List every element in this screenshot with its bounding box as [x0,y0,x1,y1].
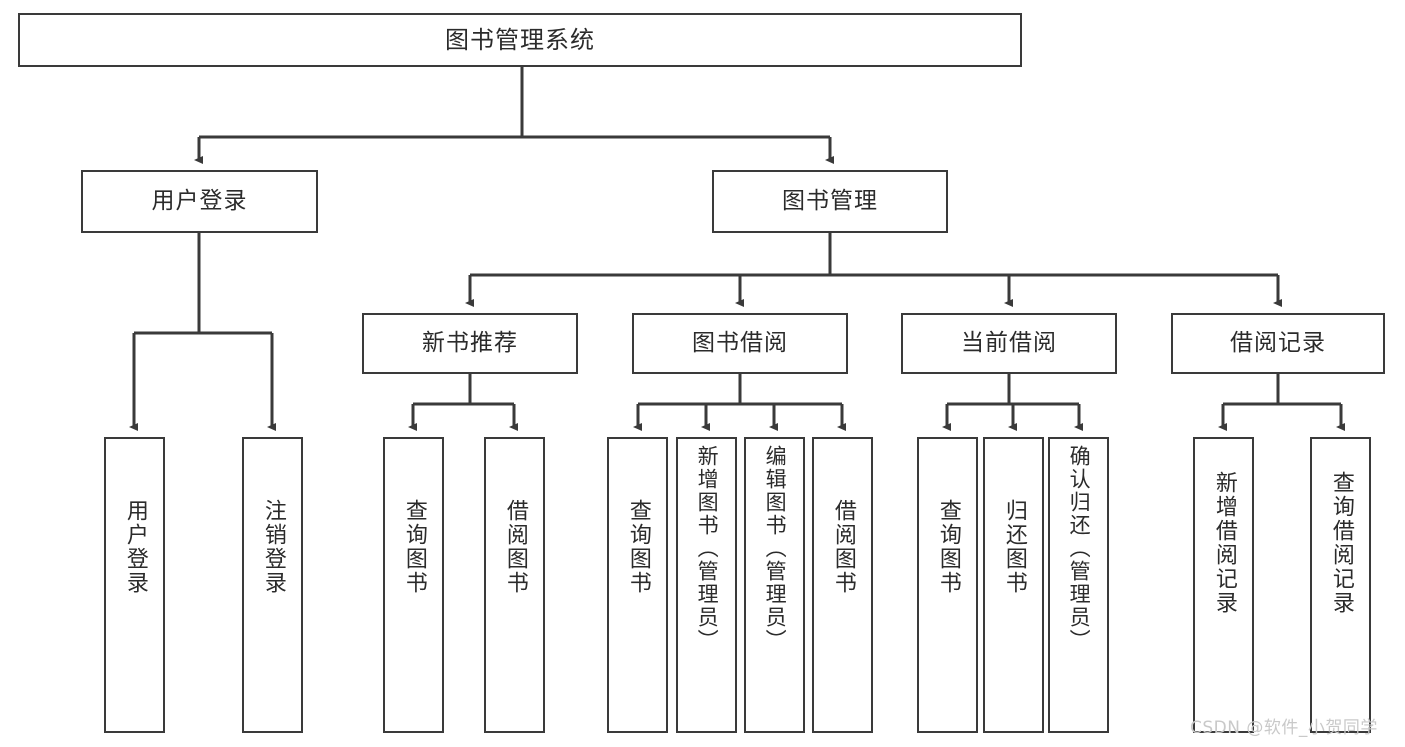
node-current-borrow[interactable]: 当前借阅 [901,313,1117,374]
leaf-query-book-1[interactable]: 查询图书 [383,437,444,733]
node-label: 查询图书 [935,499,961,595]
node-label: 新增借阅记录 [1211,471,1237,615]
node-label: 用户登录 [122,499,148,595]
node-label: 新增图书（管理员） [695,445,720,652]
node-new-book-recommend[interactable]: 新书推荐 [362,313,578,374]
node-book-borrow[interactable]: 图书借阅 [632,313,848,374]
node-label: 注销登录 [260,499,286,595]
node-label: 查询借阅记录 [1328,471,1354,615]
leaf-logout-login[interactable]: 注销登录 [242,437,303,733]
csdn-watermark: CSDN @软件_小贺同学 [1190,718,1378,738]
leaf-add-book[interactable]: 新增图书（管理员） [676,437,737,733]
leaf-query-book-3[interactable]: 查询图书 [917,437,978,733]
leaf-query-book-2[interactable]: 查询图书 [607,437,668,733]
node-book-manage[interactable]: 图书管理 [712,170,948,233]
node-label: 图书管理系统 [445,25,595,54]
node-label: 借阅记录 [1230,329,1326,356]
node-label: 用户登录 [151,187,248,214]
node-label: 当前借阅 [961,329,1057,356]
node-label: 查询图书 [401,499,427,595]
leaf-add-record[interactable]: 新增借阅记录 [1193,437,1254,733]
node-label: 确认归还（管理员） [1067,445,1092,652]
leaf-return-book[interactable]: 归还图书 [983,437,1044,733]
leaf-query-record[interactable]: 查询借阅记录 [1310,437,1371,733]
leaf-edit-book[interactable]: 编辑图书（管理员） [744,437,805,733]
node-user-login[interactable]: 用户登录 [81,170,318,233]
node-root-system[interactable]: 图书管理系统 [18,13,1022,67]
node-label: 归还图书 [1001,499,1027,595]
leaf-borrow-book-1[interactable]: 借阅图书 [484,437,545,733]
leaf-confirm-return[interactable]: 确认归还（管理员） [1048,437,1109,733]
node-label: 查询图书 [625,499,651,595]
node-label: 新书推荐 [422,329,518,356]
node-label: 图书借阅 [692,329,788,356]
leaf-user-login[interactable]: 用户登录 [104,437,165,733]
leaf-borrow-book-2[interactable]: 借阅图书 [812,437,873,733]
node-label: 借阅图书 [502,499,528,595]
node-borrow-record[interactable]: 借阅记录 [1171,313,1385,374]
node-label: 借阅图书 [830,499,856,595]
node-label: 图书管理 [782,187,878,214]
node-label: 编辑图书（管理员） [763,445,788,652]
